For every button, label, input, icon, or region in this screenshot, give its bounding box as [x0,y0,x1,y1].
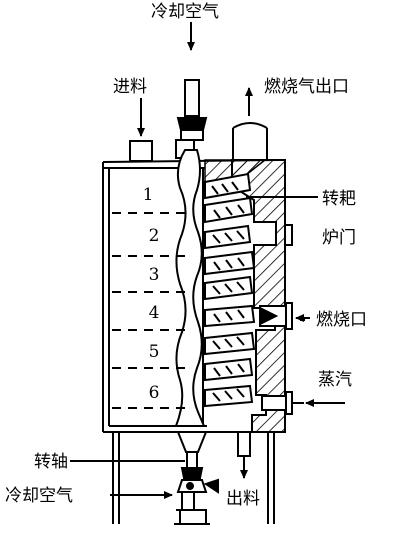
burner-port-nozzle [259,302,293,330]
hearth-number: 5 [149,342,160,362]
hearth-numbers: 1 2 3 4 5 6 [143,185,160,403]
steam-label: 蒸汽 [318,370,352,390]
support-legs [112,432,275,524]
discharge-chute [237,431,251,457]
furnace-door-label: 炉门 [322,228,356,248]
rotating-rake-label: 转耙 [322,189,356,209]
steam-nozzle [261,391,304,415]
cooling-air-top-label: 冷却空气 [151,2,219,22]
burner-port-label: 燃烧口 [316,310,367,330]
flue-gas-outlet-label: 燃烧气出口 [264,77,349,97]
central-shaft [174,149,206,427]
feed-label: 进料 [113,77,147,97]
hearth-dividers [112,212,185,409]
flue-gas-outlet-stack [232,87,268,160]
cooling-air-outlet-pipe [175,22,208,159]
drive-assembly [174,431,219,525]
feed-inlet [129,98,153,162]
rake-arms [202,168,256,424]
shaft-label: 转轴 [34,452,68,472]
discharge-label: 出料 [226,489,260,509]
hearth-number: 2 [149,226,160,246]
hearth-number: 6 [149,383,160,403]
hearth-number: 4 [149,303,160,323]
hearth-number: 3 [149,265,160,285]
hearth-number: 1 [143,185,154,205]
leader-lines [70,196,345,499]
furnace-door-knob [284,224,293,246]
cooling-air-bottom-label: 冷却空气 [5,486,73,506]
